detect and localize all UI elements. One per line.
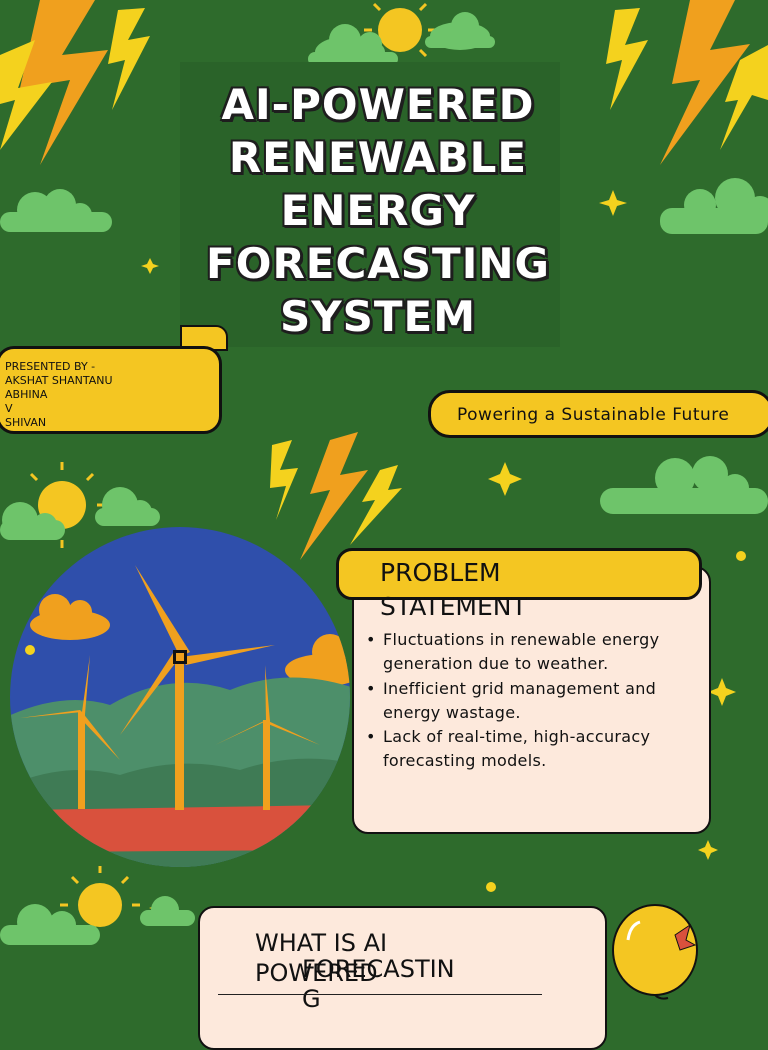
problem-bullets: Fluctuations in renewable energy generat… <box>366 628 686 774</box>
cloud-icon <box>0 487 160 540</box>
what-title: WHAT IS AI POWERED <box>255 929 388 987</box>
presenters-box: PRESENTED BY - AKSHAT SHANTANU ABHINA V … <box>0 346 222 434</box>
lightning-bolt-icon <box>0 0 150 165</box>
list-item: Fluctuations in renewable energy generat… <box>366 628 686 677</box>
problem-title: PROBLEM STATEMENT <box>380 558 527 621</box>
lightning-bolt-icon <box>606 0 768 165</box>
cloud-icon <box>0 896 195 945</box>
decor-layer <box>0 0 768 1000</box>
problem-heading-bar <box>336 548 702 600</box>
balloon-icon <box>612 904 698 1000</box>
tagline-text: Powering a Sustainable Future <box>457 405 730 425</box>
presenters-heading: PRESENTED BY - <box>5 360 96 373</box>
cloud-icon <box>660 178 768 234</box>
title-panel <box>180 62 560 347</box>
cloud-icon <box>0 189 112 232</box>
presenter-name: SHIVAN <box>5 416 47 429</box>
divider <box>218 994 542 995</box>
list-item: Lack of real-time, high-accuracy forecas… <box>366 725 686 774</box>
sun-icon <box>60 866 140 927</box>
list-item: Inefficient grid management and energy w… <box>366 677 686 726</box>
cloud-icon <box>600 456 768 514</box>
page-title: AI-POWERED RENEWABLE ENERGY FORECASTING … <box>206 80 550 341</box>
lightning-bolt-icon <box>270 432 402 560</box>
what-subtitle: FORECASTIN G <box>302 955 455 1013</box>
presenter-name: AKSHAT SHANTANU <box>5 374 113 387</box>
presenter-name: V <box>5 402 13 415</box>
presenter-name: ABHINA <box>5 388 48 401</box>
tagline-box: Powering a Sustainable Future <box>428 390 768 438</box>
wind-turbine-illustration <box>10 527 350 867</box>
